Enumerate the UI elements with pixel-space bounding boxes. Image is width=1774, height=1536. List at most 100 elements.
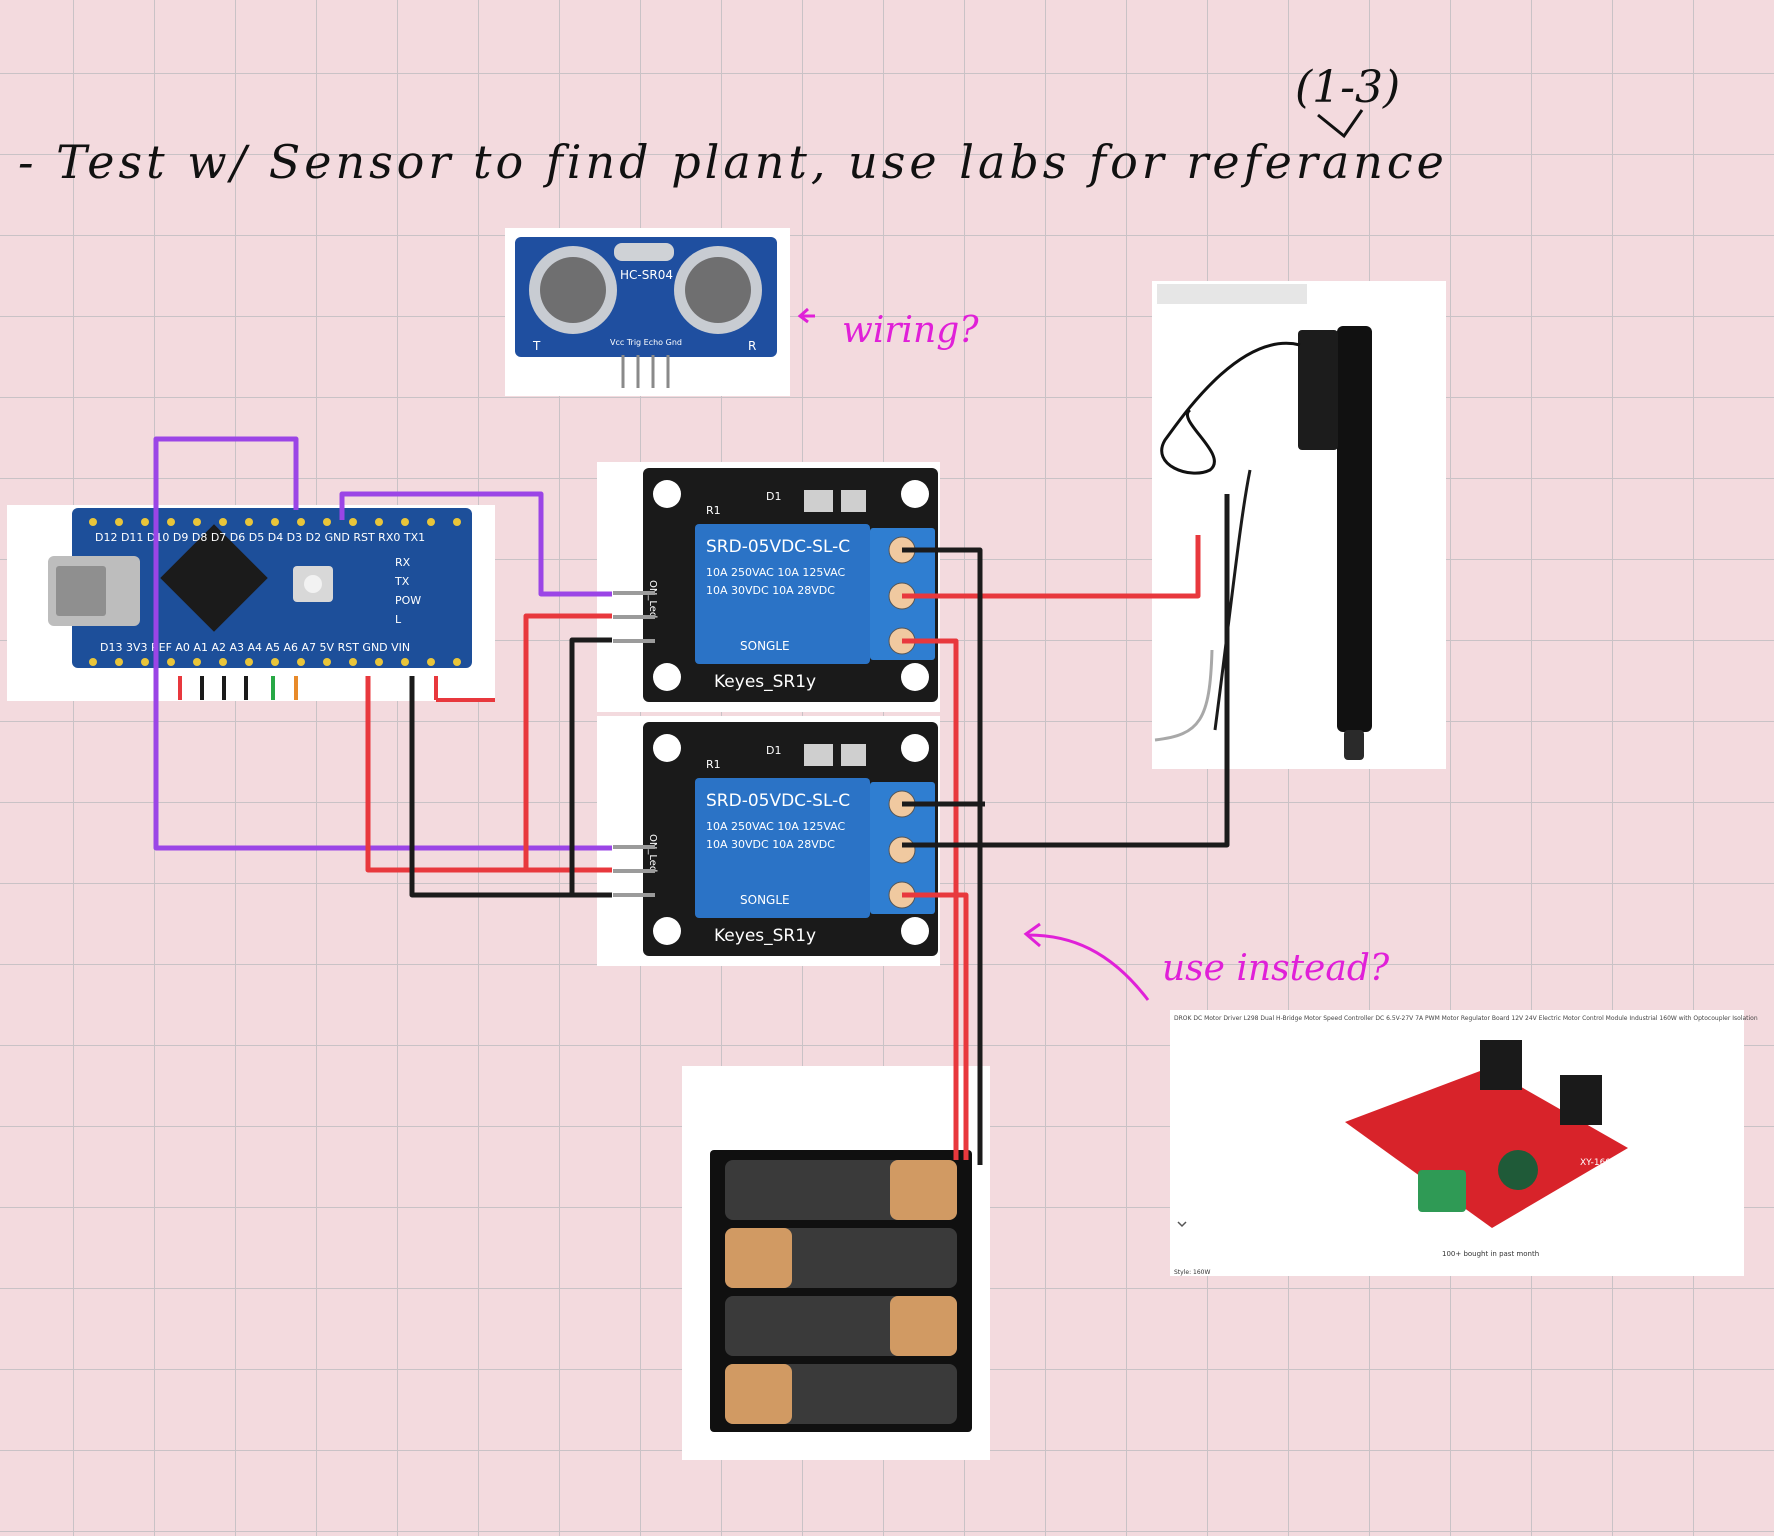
- battery-cell-4: [725, 1364, 957, 1424]
- wire-red-5v: [365, 676, 612, 873]
- actuator-lead-grey: [1154, 649, 1214, 742]
- relay-1-diode-band: [833, 490, 841, 512]
- relay-1-hole-bl: [653, 663, 681, 691]
- arduino-pin-stubs: [178, 676, 495, 702]
- sensor-header-pins: [621, 355, 670, 388]
- relay-module-1: SRD-05VDC-SL-C 10A 250VAC 10A 125VAC 10A…: [597, 462, 940, 712]
- wire-red-battery-b: [902, 892, 969, 1160]
- relay-2-hole-br: [901, 917, 929, 945]
- relay-1-part: SRD-05VDC-SL-C: [706, 537, 850, 557]
- sensor-model-label: HC-SR04: [620, 268, 673, 282]
- receiver-mesh: [685, 257, 751, 323]
- motor-driver-listing: DROK DC Motor Driver L298 Dual H-Bridge …: [1170, 1010, 1758, 1276]
- use-instead-note: use instead?: [1023, 922, 1390, 1001]
- relay-1-header-pins: [613, 591, 655, 643]
- led-rx-label: RX: [395, 556, 411, 569]
- relay-1-d1: D1: [766, 490, 781, 503]
- usb-housing: [56, 566, 106, 616]
- relay-2-brand: SONGLE: [740, 893, 790, 907]
- relay-2-header-pins: [613, 845, 655, 897]
- caret-mark: [1317, 109, 1364, 139]
- relay-module-2: SRD-05VDC-SL-C 10A 250VAC 10A 125VAC 10A…: [597, 716, 940, 966]
- sensor-r-label: R: [748, 339, 756, 353]
- relay-1-hole-tr: [901, 480, 929, 508]
- driver-caption: DROK DC Motor Driver L298 Dual H-Bridge …: [1174, 1015, 1758, 1022]
- relay-1-coil: [695, 524, 870, 664]
- wiring-question-note: wiring?: [797, 307, 979, 351]
- transmitter-mesh: [540, 257, 606, 323]
- main-note-text: - Test w/ Sensor to find plant, use labs…: [18, 135, 1448, 189]
- driver-board: [1345, 1068, 1628, 1228]
- arduino-bottom-pin-labels: D13 3V3 REF A0 A1 A2 A3 A4 A5 A6 A7 5V R…: [100, 641, 410, 654]
- driver-rating: 100+ bought in past month: [1442, 1250, 1539, 1258]
- relay-1-led: ON_Led: [647, 580, 658, 618]
- relay-2-led: ON_Led: [647, 834, 658, 872]
- wire-black-battery: [902, 547, 983, 1165]
- relay-2-hole-tr: [901, 734, 929, 762]
- arduino-nano: D12 D11 D10 D9 D8 D7 D6 D5 D4 D3 D2 GND …: [7, 505, 495, 701]
- actuator-rod-end: [1344, 730, 1364, 760]
- actuator-thumbnail-strip: [1157, 284, 1307, 304]
- battery-cell-2: [725, 1228, 957, 1288]
- wire-purple-b: [339, 491, 612, 597]
- actuator-tube: [1337, 326, 1372, 732]
- battery-holder: [710, 1150, 972, 1432]
- driver-heatsink-1: [1480, 1040, 1522, 1090]
- actuator-motor: [1298, 330, 1338, 450]
- arrow-left-icon: [797, 307, 815, 324]
- led-pow-label: POW: [395, 594, 421, 607]
- driver-footer: Style: 160W: [1174, 1269, 1210, 1276]
- wires: [153, 436, 1230, 1165]
- relay-2-rating-1: 10A 250VAC 10A 125VAC: [706, 820, 846, 833]
- wire-black-relay1-gnd: [569, 637, 612, 895]
- labs-range-note: (1-3): [1295, 62, 1400, 113]
- crystal-oscillator: [614, 243, 674, 261]
- wire-red-battery-a: [902, 638, 959, 1160]
- use-instead-text: use instead?: [1162, 948, 1390, 989]
- reset-button-cap: [304, 575, 322, 593]
- wire-red-relay1-vcc: [523, 613, 612, 870]
- battery-pack: [682, 1066, 990, 1460]
- driver-terminal-green: [1418, 1170, 1466, 1212]
- relay-2-label: Keyes_SR1y: [714, 926, 816, 946]
- relay-1-brand: SONGLE: [740, 639, 790, 653]
- wire-black-actuator: [902, 494, 1230, 848]
- relay-1-r1: R1: [706, 504, 721, 517]
- relay-1-hole-br: [901, 663, 929, 691]
- battery-cell-3: [725, 1296, 957, 1356]
- curved-arrow-icon: [1023, 922, 1150, 1001]
- sensor-t-label: T: [532, 339, 541, 353]
- led-l-label: L: [395, 613, 402, 626]
- driver-heatsink-2: [1560, 1075, 1602, 1125]
- driver-capacitor: [1498, 1150, 1538, 1190]
- relay-2-screw-com: [888, 836, 916, 864]
- relay-2-rating-2: 10A 30VDC 10A 28VDC: [706, 838, 835, 851]
- sensor-pin-labels: Vcc Trig Echo Gnd: [610, 338, 682, 347]
- driver-board-label: XY-160D: [1580, 1158, 1618, 1168]
- actuator-cable: [1160, 341, 1301, 475]
- ultrasonic-sensor: HC-SR04 Vcc Trig Echo Gnd T R: [505, 228, 790, 396]
- arduino-top-pin-labels: D12 D11 D10 D9 D8 D7 D6 D5 D4 D3 D2 GND …: [95, 531, 425, 544]
- battery-cell-1: [725, 1160, 957, 1220]
- relay-2-part: SRD-05VDC-SL-C: [706, 791, 850, 811]
- relay-2-hole-tl: [653, 734, 681, 762]
- relay-1-hole-tl: [653, 480, 681, 508]
- relay-2-diode-band: [833, 744, 841, 766]
- relay-1-rating-1: 10A 250VAC 10A 125VAC: [706, 566, 846, 579]
- arduino-board: [72, 508, 472, 668]
- wire-red-actuator: [902, 535, 1201, 599]
- main-note: - Test w/ Sensor to find plant, use labs…: [18, 62, 1448, 189]
- relay-1-rating-2: 10A 30VDC 10A 28VDC: [706, 584, 835, 597]
- arduino-pin-row-bottom: [89, 658, 461, 666]
- relay-1-label: Keyes_SR1y: [714, 672, 816, 692]
- led-tx-label: TX: [394, 575, 410, 588]
- actuator-lead-black: [1213, 469, 1252, 731]
- relay-2-r1: R1: [706, 758, 721, 771]
- relay-2-hole-bl: [653, 917, 681, 945]
- linear-actuator: [1152, 281, 1446, 769]
- relay-2-coil: [695, 778, 870, 918]
- atmega-chip: [160, 524, 268, 632]
- wiring-question-text: wiring?: [842, 310, 979, 351]
- arduino-pin-row-top: [89, 518, 461, 526]
